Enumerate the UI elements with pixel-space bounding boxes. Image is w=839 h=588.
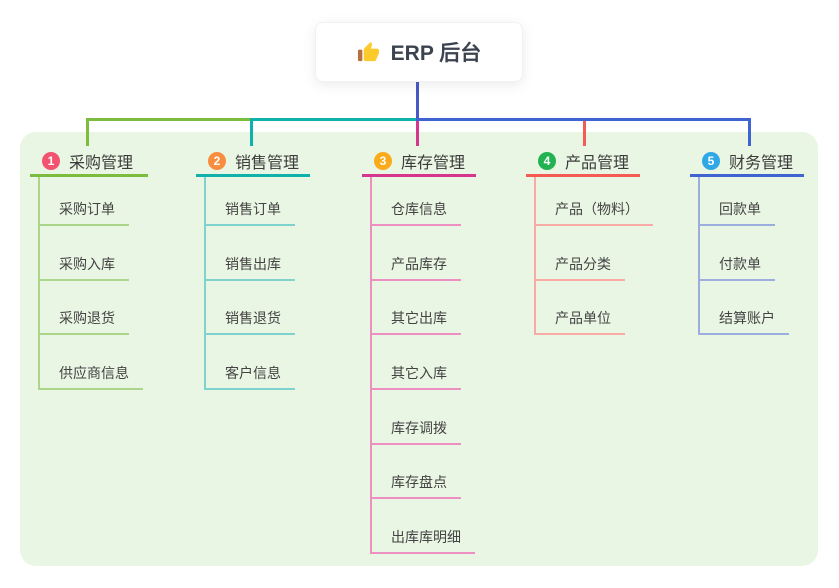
branch-node-purchase-management[interactable]: 1 采购管理 [30, 147, 148, 177]
branch-index-badge: 2 [208, 151, 226, 170]
child-node[interactable]: 销售退货 [206, 281, 295, 336]
child-node[interactable]: 出库库明细 [372, 499, 475, 555]
connector-drop-inventory-management [416, 118, 419, 146]
branch-title-label: 产品管理 [565, 154, 630, 172]
branch-index-badge: 5 [702, 151, 720, 170]
child-node[interactable]: 其它入库 [372, 335, 461, 391]
mindmap-canvas [20, 132, 818, 566]
branch-children: 销售订单销售出库销售退货客户信息 [204, 177, 295, 391]
connector-segment [416, 118, 751, 121]
child-node[interactable]: 产品单位 [536, 281, 625, 336]
child-node[interactable]: 采购退货 [40, 281, 129, 336]
child-node[interactable]: 产品库存 [372, 226, 461, 281]
child-node[interactable]: 库存调拨 [372, 390, 461, 445]
connector-drop-purchase-management [86, 118, 89, 146]
branch-product-management: 4 产品管理 产品（物料）产品分类产品单位 [526, 147, 653, 336]
thumbs-up-icon [357, 41, 379, 61]
root-node[interactable]: ERP 后台 [315, 22, 523, 82]
connector-segment [86, 118, 253, 121]
root-connector [416, 82, 419, 121]
child-node[interactable]: 仓库信息 [372, 177, 461, 226]
child-node[interactable]: 销售出库 [206, 226, 295, 281]
branch-children: 采购订单采购入库采购退货供应商信息 [38, 177, 143, 391]
connector-drop-product-management [583, 118, 586, 146]
child-node[interactable]: 结算账户 [700, 281, 789, 336]
child-node[interactable]: 采购入库 [40, 226, 129, 281]
branch-title-label: 销售管理 [235, 154, 300, 172]
branch-title-label: 库存管理 [401, 154, 466, 172]
branch-index-badge: 1 [42, 151, 60, 170]
branch-title-label: 采购管理 [69, 154, 134, 172]
child-node[interactable]: 采购订单 [40, 177, 129, 226]
branch-title-label: 财务管理 [729, 154, 794, 172]
child-node[interactable]: 回款单 [700, 177, 775, 226]
branch-inventory-management: 3 库存管理 仓库信息产品库存其它出库其它入库库存调拨库存盘点出库库明细 [362, 147, 476, 555]
branch-sales-management: 2 销售管理 销售订单销售出库销售退货客户信息 [196, 147, 310, 391]
branch-children: 回款单付款单结算账户 [698, 177, 789, 336]
branch-purchase-management: 1 采购管理 采购订单采购入库采购退货供应商信息 [30, 147, 148, 391]
branch-children: 产品（物料）产品分类产品单位 [534, 177, 653, 336]
root-node-label: ERP 后台 [390, 42, 482, 65]
connector-drop-finance-management [748, 118, 751, 146]
branch-index-badge: 3 [374, 151, 392, 170]
child-node[interactable]: 供应商信息 [40, 335, 143, 391]
branch-children: 仓库信息产品库存其它出库其它入库库存调拨库存盘点出库库明细 [370, 177, 475, 555]
child-node[interactable]: 付款单 [700, 226, 775, 281]
child-node[interactable]: 产品分类 [536, 226, 625, 281]
branch-node-sales-management[interactable]: 2 销售管理 [196, 147, 310, 177]
branch-index-badge: 4 [538, 151, 556, 170]
child-node[interactable]: 其它出库 [372, 281, 461, 336]
connector-segment [250, 118, 417, 121]
child-node[interactable]: 销售订单 [206, 177, 295, 226]
child-node[interactable]: 产品（物料） [536, 177, 653, 226]
branch-node-finance-management[interactable]: 5 财务管理 [690, 147, 804, 177]
child-node[interactable]: 客户信息 [206, 335, 295, 391]
branch-node-product-management[interactable]: 4 产品管理 [526, 147, 640, 177]
child-node[interactable]: 库存盘点 [372, 445, 461, 500]
branch-finance-management: 5 财务管理 回款单付款单结算账户 [690, 147, 804, 336]
connector-drop-sales-management [250, 118, 253, 146]
branch-node-inventory-management[interactable]: 3 库存管理 [362, 147, 476, 177]
